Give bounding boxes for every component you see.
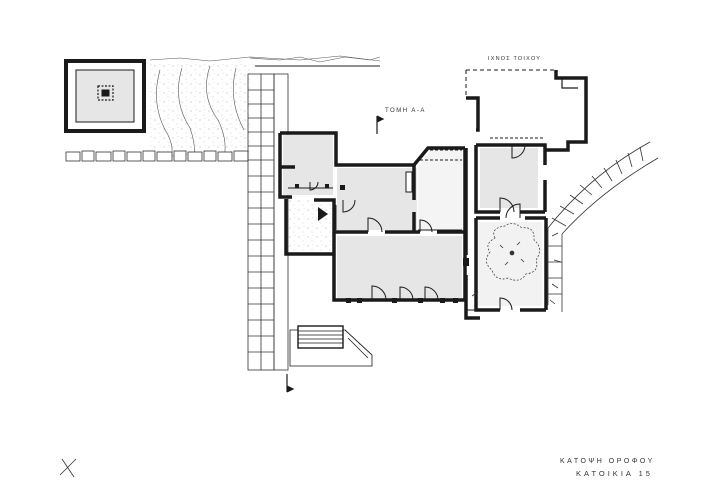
wall-trace-label: ΙΧΝΟΣ ΤΟΙΧΟΥ [488,56,542,62]
external-stair [289,325,373,367]
stepped-path [247,73,289,371]
cross-marker-icon [59,458,77,478]
wall-trace [465,69,588,152]
section-marker-bottom [286,374,295,393]
curved-stone-path [547,141,659,312]
courtyard-tree [471,223,562,305]
plan-title: ΚΑΤΟΨΗ ΟΡΟΦΟΥ [560,458,655,465]
stone-row [65,150,249,162]
outbuilding [64,59,146,133]
section-marker-top [376,115,385,134]
house-title: ΚΑΤΟΙΚΙΑ 15 [576,469,653,478]
section-label: ΤΟΜΗ Α-Α [385,108,426,114]
entrance-arrow-icon [318,207,328,221]
main-house [278,96,548,320]
terrain-strip [149,55,381,159]
